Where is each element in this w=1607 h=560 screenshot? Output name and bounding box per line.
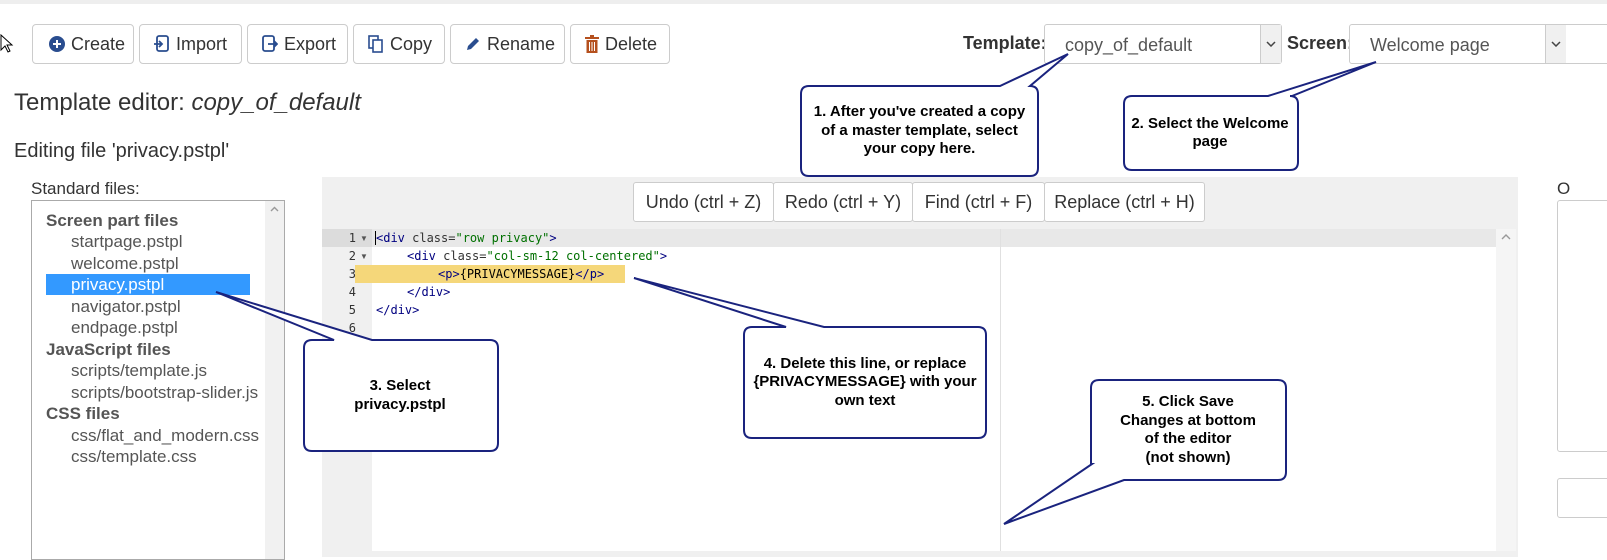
delete-label: Delete	[605, 33, 658, 54]
highlighted-line	[355, 265, 625, 283]
callout-5-shape	[1003, 379, 1287, 525]
line-number: 2	[348, 249, 356, 263]
line-number: 6	[348, 321, 356, 335]
print-margin	[1000, 229, 1001, 551]
create-label: Create	[71, 33, 126, 54]
template-label: Template:	[963, 33, 1047, 53]
code-line-5: </div>	[376, 303, 420, 317]
file-item-privacy-selected[interactable]: privacy.pstpl	[46, 274, 250, 295]
create-button[interactable]: Create	[32, 24, 134, 64]
active-line-gutter	[322, 229, 372, 247]
callout-5-text: 5. Click Save Changes at bottom of the e…	[1120, 393, 1256, 466]
import-button[interactable]: Import	[139, 24, 242, 64]
line-number: 4	[348, 285, 356, 299]
rename-button[interactable]: Rename	[450, 24, 565, 64]
scroll-up-icon	[1501, 234, 1511, 240]
editor-toolbar: Undo (ctrl + Z) Redo (ctrl + Y) Find (ct…	[633, 182, 1205, 222]
callout-3-shape	[215, 291, 499, 452]
file-item-template-css[interactable]: css/template.css	[71, 447, 197, 466]
file-item-navigator[interactable]: navigator.pstpl	[71, 297, 181, 316]
export-label: Export	[284, 33, 337, 54]
page-title: Template editor: copy_of_default	[14, 89, 361, 117]
group-css-files: CSS files	[46, 404, 120, 423]
file-item-endpage[interactable]: endpage.pstpl	[71, 318, 178, 337]
text-caret	[375, 231, 376, 245]
mouse-cursor-icon	[0, 34, 14, 53]
screen-select[interactable]: Welcome page	[1349, 24, 1607, 64]
right-panel-list[interactable]	[1557, 200, 1607, 452]
screen-select-value: Welcome page	[1370, 35, 1490, 55]
callout-2-shape	[1123, 61, 1377, 171]
copy-button[interactable]: Copy	[353, 24, 445, 64]
callout-1-text: 1. After you've created a copy of a mast…	[813, 103, 1026, 158]
import-icon	[154, 35, 170, 53]
toolbar: Create Import Export Copy Rename Delete	[32, 24, 675, 64]
editor-scrollbar[interactable]	[1496, 229, 1516, 551]
group-javascript-files: JavaScript files	[46, 340, 171, 359]
line-number: 5	[348, 303, 356, 317]
template-select-value: copy_of_default	[1065, 35, 1193, 55]
callout-2-text: 2. Select the Welcome page	[1131, 114, 1289, 151]
line-number: 3	[348, 267, 356, 281]
rename-label: Rename	[487, 33, 556, 54]
callout-4-shape	[633, 277, 987, 439]
file-list-scrollbar[interactable]	[265, 201, 284, 559]
line-number: 1	[348, 231, 356, 245]
chevron-down-icon	[1260, 25, 1281, 63]
template-select[interactable]: copy_of_default	[1044, 24, 1282, 64]
export-button[interactable]: Export	[247, 24, 348, 64]
file-item-bootstrap-slider-js[interactable]: scripts/bootstrap-slider.js	[71, 383, 259, 402]
replace-button[interactable]: Replace (ctrl + H)	[1044, 182, 1205, 222]
right-panel-label: O	[1557, 179, 1571, 198]
right-panel-button[interactable]	[1557, 478, 1607, 518]
group-screen-part-files: Screen part files	[46, 211, 179, 230]
editing-file-title: Editing file 'privacy.pstpl'	[14, 140, 230, 162]
plus-circle-icon	[49, 36, 65, 52]
file-list[interactable]: Screen part files startpage.pstpl welcom…	[31, 200, 285, 560]
callout-4-text: 4. Delete this line, or replace {PRIVACY…	[753, 354, 977, 409]
file-item-welcome[interactable]: welcome.pstpl	[71, 254, 179, 273]
delete-button[interactable]: Delete	[570, 24, 670, 64]
redo-button[interactable]: Redo (ctrl + Y)	[773, 182, 913, 222]
trash-icon	[585, 35, 599, 53]
page-title-prefix: Template editor:	[14, 89, 185, 116]
code-line-3: <p>{PRIVACYMESSAGE}</p>	[438, 267, 605, 281]
undo-button[interactable]: Undo (ctrl + Z)	[633, 182, 774, 222]
copy-label: Copy	[390, 33, 433, 54]
export-icon	[262, 35, 278, 53]
scroll-up-icon	[270, 206, 279, 212]
fold-arrow-icon[interactable]: ▼	[360, 234, 368, 243]
import-label: Import	[176, 33, 228, 54]
active-line	[372, 229, 1496, 247]
standard-files-label: Standard files:	[31, 179, 140, 198]
file-item-template-js[interactable]: scripts/template.js	[71, 361, 208, 380]
pencil-icon	[465, 36, 481, 52]
code-line-1: <div class="row privacy">	[376, 231, 557, 245]
callout-1-shape	[800, 53, 1069, 177]
file-item-startpage[interactable]: startpage.pstpl	[71, 232, 183, 251]
callout-3-text: 3. Select privacy.pstpl	[354, 377, 446, 413]
page-title-template-name: copy_of_default	[191, 89, 361, 116]
top-edge	[0, 0, 1607, 4]
screen-label: Screen:	[1287, 33, 1354, 53]
fold-arrow-icon[interactable]: ▼	[360, 252, 368, 261]
file-item-flat-and-modern-css[interactable]: css/flat_and_modern.css	[71, 426, 260, 445]
copy-icon	[368, 35, 384, 53]
code-line-4: </div>	[407, 285, 451, 299]
chevron-down-icon	[1545, 25, 1566, 63]
code-line-2: <div class="col-sm-12 col-centered">	[407, 249, 668, 263]
